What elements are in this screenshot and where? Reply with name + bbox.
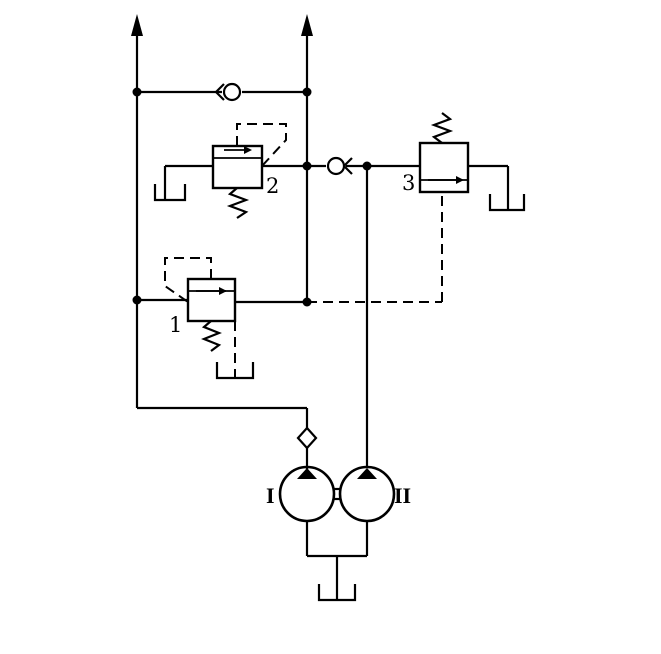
valve-1-label: 1: [169, 313, 182, 337]
valve-2-label: 2: [266, 174, 279, 198]
middle-check-valve: [326, 156, 353, 176]
output-line-right: [301, 14, 313, 92]
suction-line: [305, 521, 369, 602]
pump-I-check-valve: [296, 426, 318, 470]
pilot-line-valve-3: [307, 192, 443, 303]
left-main-line: [135, 92, 309, 428]
pump-I: [278, 465, 336, 523]
unloading-valve-3: [418, 112, 526, 212]
valve-1-line: [137, 298, 307, 304]
pump-I-label: I: [266, 483, 275, 508]
relief-valve-1: [164, 257, 255, 380]
relief-valve-2: [153, 123, 287, 219]
pump-II: [338, 465, 396, 523]
output-line-left: [131, 14, 143, 92]
top-check-valve: [215, 82, 242, 102]
junction-dots: [132, 87, 372, 307]
pump-II-label: II: [394, 483, 411, 508]
valve-3-label: 3: [402, 171, 415, 195]
pump-coupling: [334, 487, 340, 501]
